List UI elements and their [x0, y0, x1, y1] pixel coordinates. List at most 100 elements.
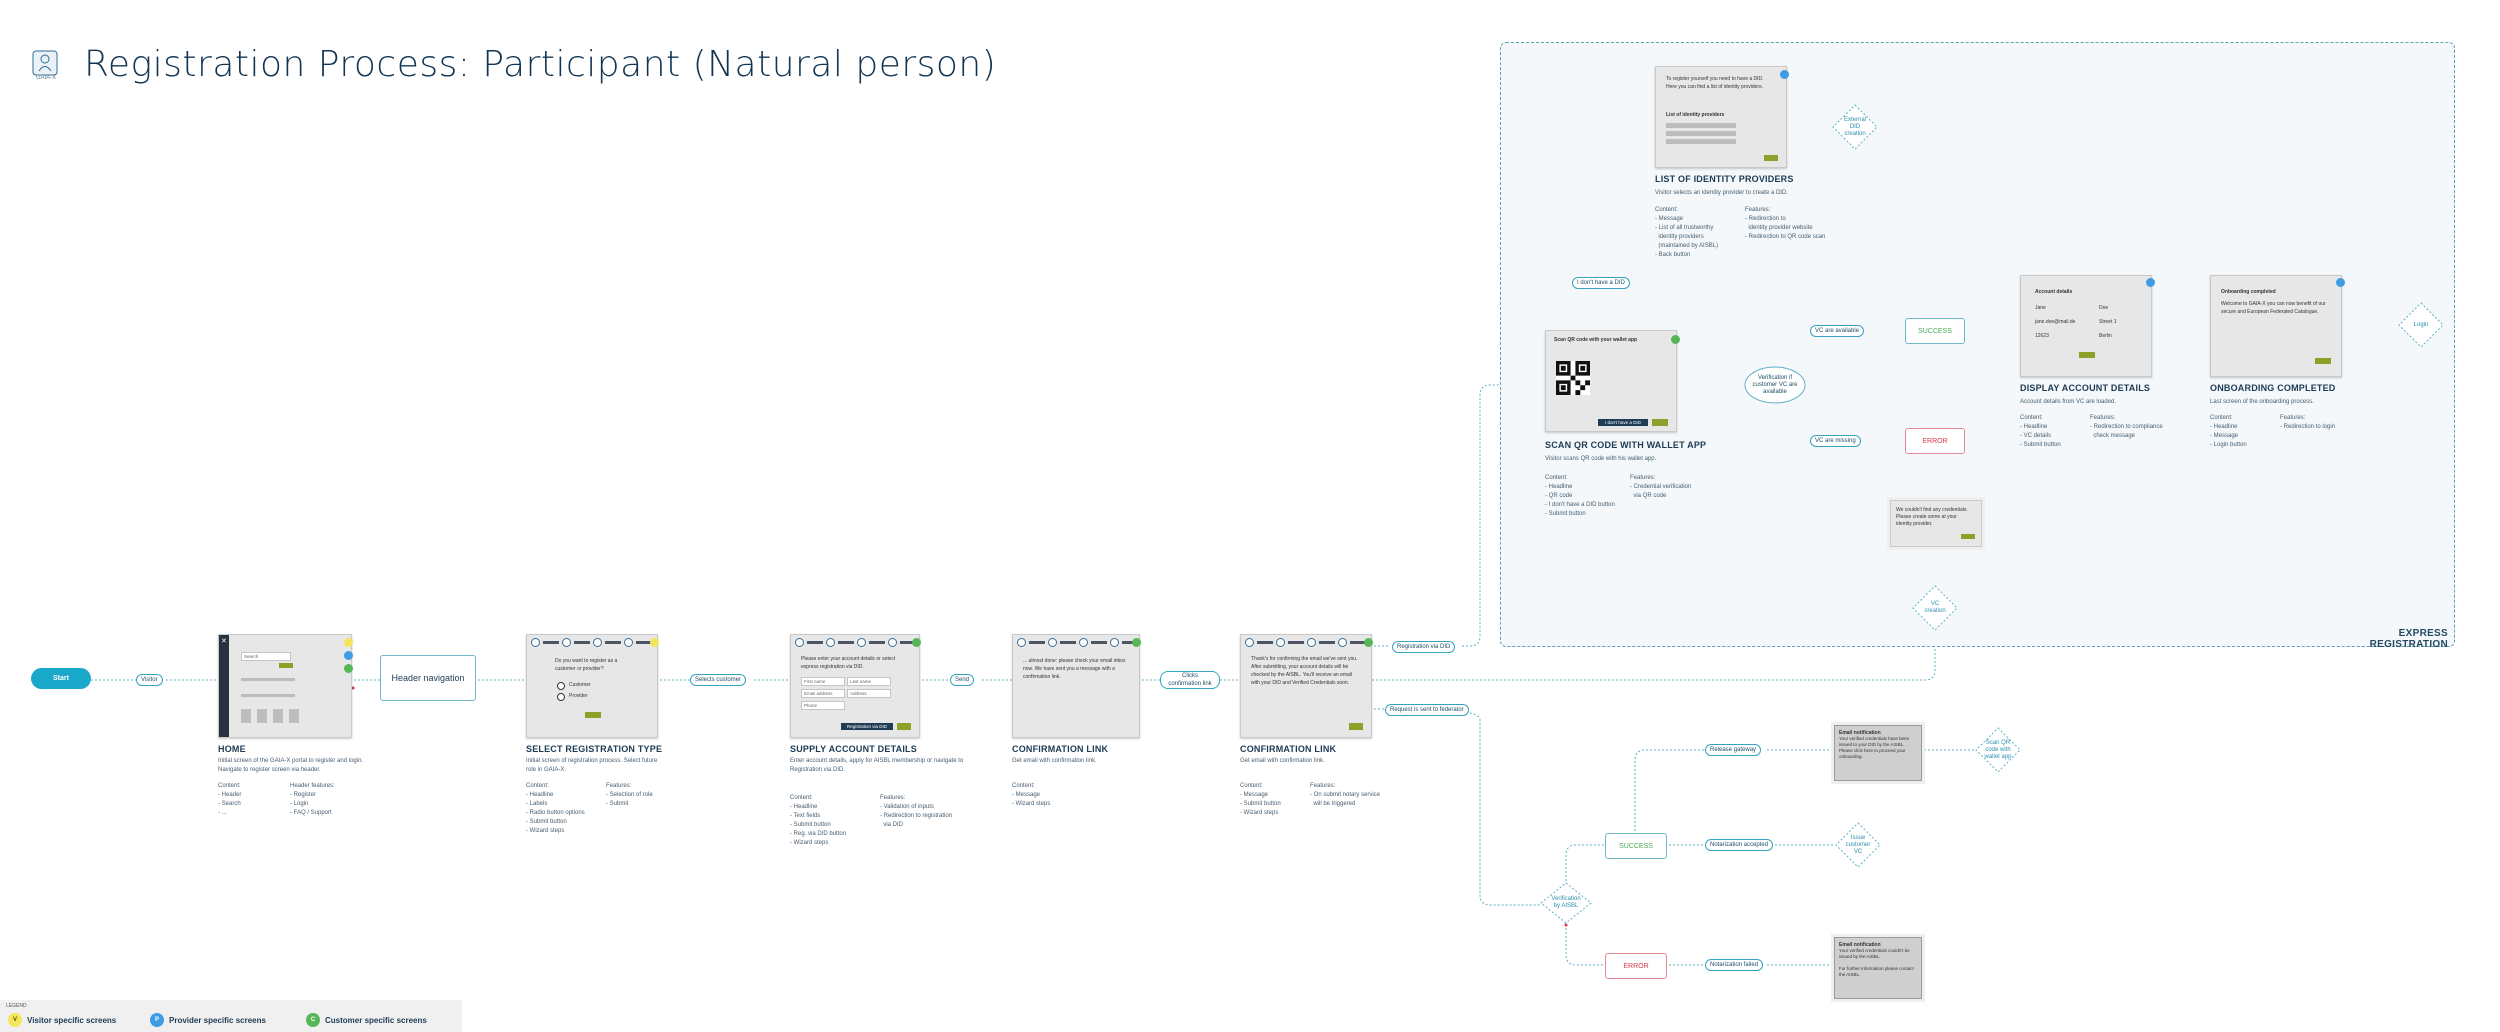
providers-content: Content: - Message - List of all trustwo…	[1655, 207, 1719, 258]
customer-badge	[344, 664, 353, 673]
home-title: HOME	[218, 744, 246, 754]
provider-badge	[344, 651, 353, 660]
login-button[interactable]	[2315, 358, 2331, 364]
provider-badge	[1780, 70, 1789, 79]
pill-vc-available: VC are available	[1810, 325, 1865, 337]
home-list-row	[241, 678, 295, 681]
submit-button[interactable]	[1652, 419, 1668, 426]
select-registration-screen[interactable]: Do you want to register as a customer or…	[526, 634, 658, 738]
customer-badge	[912, 638, 921, 647]
providers-message: To register yourself you need to have a …	[1666, 76, 1764, 90]
onboarding-title: ONBOARDING COMPLETED	[2210, 383, 2336, 393]
pill-notarization-failed: Notarization failed	[1705, 959, 1764, 971]
confirm2-title: CONFIRMATION LINK	[1240, 744, 1337, 754]
express-registration-label: EXPRESS REGISTRATION	[2369, 628, 2448, 650]
radio-customer-label: Customer	[569, 682, 591, 688]
scan-headline: Scan QR code with your wallet app	[1554, 337, 1638, 343]
provider-list-row[interactable]	[1666, 139, 1736, 144]
decision-scan-qr: Scan QR code with wallet app	[1975, 727, 2021, 773]
customer-badge	[1132, 638, 1141, 647]
account-desc: Account details from VC are loaded.	[2020, 399, 2117, 405]
confirm1-desc: Get email with confirmation link.	[1012, 758, 1097, 764]
scan-features: Features: - Credential verification via …	[1630, 475, 1692, 499]
account-headline: Account details	[2035, 289, 2073, 295]
wizard-steps	[795, 638, 916, 647]
select-features: Features: - Selection of role - Submit	[606, 783, 653, 807]
home-list-row	[241, 694, 295, 697]
ok-button[interactable]	[1961, 534, 1975, 539]
home-tile	[289, 709, 299, 723]
account-details-screen[interactable]: Account details Jane Doe jane.doe@mail.d…	[2020, 275, 2152, 377]
onboarding-content: Content: - Headline - Message - Login bu…	[2210, 415, 2247, 448]
providers-list-label: List of identity providers	[1666, 112, 1725, 118]
provider-list-row[interactable]	[1666, 123, 1736, 128]
pill-notarization-accepted: Notarization accepted	[1705, 839, 1774, 851]
submit-button[interactable]	[897, 723, 911, 730]
visitor-badge	[650, 638, 659, 647]
customer-badge	[1364, 638, 1373, 647]
home-features: Header features: - Register - Login - FA…	[290, 783, 335, 816]
submit-button[interactable]	[2079, 352, 2095, 358]
supply-title: SUPPLY ACCOUNT DETAILS	[790, 744, 917, 754]
confirmation-message: Thank's for confirming the email we've s…	[1251, 656, 1358, 686]
pill-send: Send	[950, 674, 975, 686]
address-field[interactable]: Address	[847, 689, 891, 698]
no-did-button[interactable]: I don't have a DID	[1598, 419, 1648, 426]
pill-visitor: Visitor	[136, 674, 163, 686]
submit-button[interactable]	[1349, 723, 1363, 730]
header-navigation-node: Header navigation	[380, 655, 476, 701]
provider-badge	[2336, 278, 2345, 287]
success-outcome: SUCCESS	[1905, 318, 1965, 344]
supply-account-screen[interactable]: Please enter your account details or sel…	[790, 634, 920, 738]
submit-button[interactable]	[585, 712, 601, 718]
home-logo-icon: ✕	[221, 638, 227, 645]
missing-credentials-message: We couldn't find any credentials. Please…	[1896, 507, 1968, 527]
radio-provider[interactable]	[557, 693, 565, 701]
onboarding-desc: Last screen of the onboarding process.	[2210, 399, 2314, 405]
visitor-badge	[344, 638, 353, 647]
home-screen[interactable]: ✕ Search	[218, 634, 352, 738]
confirm2-desc: Get email with confirmation link.	[1240, 758, 1325, 764]
email-field[interactable]: Email address	[801, 689, 845, 698]
select-question: Do you want to register as a customer or…	[555, 658, 618, 672]
select-title: SELECT REGISTRATION TYPE	[526, 744, 663, 754]
scan-desc: Visitor scans QR code with his wallet ap…	[1545, 456, 1657, 462]
radio-customer[interactable]	[557, 682, 565, 690]
supply-prompt: Please enter your account details or sel…	[801, 656, 896, 670]
account-street: Street 1	[2099, 319, 2117, 325]
phone-field[interactable]: Phone	[801, 701, 845, 710]
confirmation-screen-1[interactable]: ... almost done: please check your email…	[1012, 634, 1140, 738]
decision-verification-vc: Verification if customer VC are availabl…	[1744, 366, 1806, 404]
account-city: Berlin	[2099, 333, 2112, 339]
email-notification-success: Email notification Your verified credent…	[1834, 725, 1922, 781]
decision-external-did: External DID creation	[1832, 104, 1878, 150]
pill-no-did: I don't have a DID	[1572, 277, 1630, 289]
wizard-steps	[1245, 638, 1366, 647]
first-name-field[interactable]: First name	[801, 677, 845, 686]
supply-features: Features: - Validation of inputs - Redir…	[880, 795, 953, 828]
account-features: Features: - Redirection to compliance ch…	[2090, 415, 2163, 439]
account-last-name: Doe	[2099, 305, 2109, 311]
onboarding-completed-screen[interactable]: Onboarding completed Welcome to GAIA-X y…	[2210, 275, 2342, 377]
supply-content: Content: - Headline - Text fields - Subm…	[790, 795, 847, 846]
account-content: Content: - Headline - VC details - Submi…	[2020, 415, 2061, 448]
home-tile	[241, 709, 251, 723]
decision-vc-creation: VC creation	[1912, 585, 1958, 631]
identity-providers-screen[interactable]: To register yourself you need to have a …	[1655, 66, 1787, 168]
customer-badge	[1671, 335, 1680, 344]
email-success-body: Your verified credentials have been issu…	[1839, 736, 1910, 759]
confirmation-screen-2[interactable]: Thank's for confirming the email we've s…	[1240, 634, 1372, 738]
provider-list-row[interactable]	[1666, 131, 1736, 136]
confirm1-title: CONFIRMATION LINK	[1012, 744, 1109, 754]
confirm2-content: Content: - Message - Submit button - Wiz…	[1240, 783, 1281, 816]
search-input[interactable]: Search	[241, 652, 291, 661]
search-button[interactable]	[279, 663, 293, 668]
last-name-field[interactable]: Last name	[847, 677, 891, 686]
registration-via-did-button[interactable]: Registration via DID	[841, 723, 893, 730]
decision-issue-vc: Issue customer VC	[1835, 822, 1881, 868]
back-button[interactable]	[1764, 155, 1778, 161]
scan-qr-screen[interactable]: Scan QR code with your wallet app I don'…	[1545, 330, 1677, 432]
